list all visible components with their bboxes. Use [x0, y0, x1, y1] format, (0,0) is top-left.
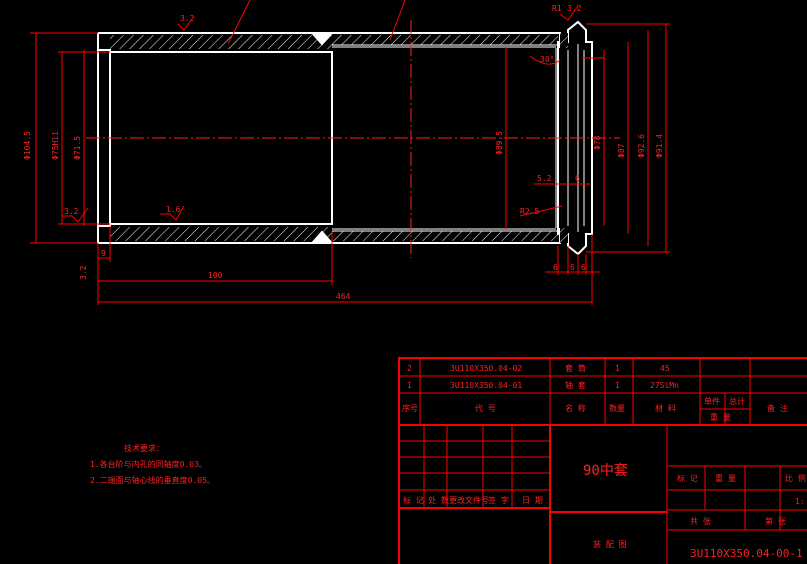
- bom-row-2-qty: 1: [615, 364, 620, 373]
- notes-line-1: 1.各台阶与内孔的同轴度0.03。: [90, 459, 207, 469]
- drawing-number: 3U110X350.04-00-1: [690, 547, 803, 560]
- bom-header-name: 名 称: [565, 403, 586, 413]
- technical-notes: 技术要求： 1.各台阶与内孔的同轴度0.03。 2.二端面与轴心线的垂直度0.0…: [90, 443, 215, 485]
- hatch-bottom-right: [332, 231, 558, 241]
- sheet-no: 第 张: [765, 516, 786, 526]
- bom-header-weight: 重 量: [710, 412, 731, 422]
- assembly-label: 装 配 图: [593, 539, 627, 549]
- scale-value: 1:: [795, 497, 805, 506]
- roughness-bottom: 1.6: [166, 205, 181, 214]
- dim-ring-3: Φ92.6: [637, 134, 646, 158]
- dim-r1: R1: [552, 4, 562, 13]
- roughness-ring: 3.2: [567, 4, 582, 13]
- bom-row-1-qty: 1: [615, 381, 620, 390]
- dim-len-100: 100: [208, 271, 223, 280]
- bom-header-single: 单件: [704, 396, 720, 406]
- dim-bevel: 30°: [540, 55, 554, 64]
- dim-w6-c: 6: [581, 263, 586, 272]
- dim-outer-dia: Φ104.5: [23, 131, 32, 160]
- bom-row-1-no: 1: [407, 381, 412, 390]
- dim-ring-1: Φ78: [593, 135, 602, 150]
- roughness-left-bottom: 3.2: [79, 265, 88, 280]
- rev-col-count: 处 数: [428, 495, 449, 505]
- bom-header-code: 代 号: [475, 403, 496, 413]
- dim-total-len: 464: [336, 292, 351, 301]
- stage-label: 标 记: [677, 473, 698, 483]
- bom-row-2-no: 2: [407, 364, 412, 373]
- groove-bottom: [311, 230, 333, 242]
- roughness-left: 3.2: [64, 207, 79, 216]
- bom-header-remark: 备 注: [767, 403, 788, 413]
- scale-label: 比 例: [785, 473, 806, 483]
- weight-label: 重 量: [715, 473, 736, 483]
- bom-row-1-material: 27SiMn: [650, 381, 679, 390]
- dim-w6-a: 6: [553, 263, 558, 272]
- dimension-layer: 3.2 Φ104.5 Φ75H11 Φ71.5 3.2 1.6 Φ89.5 Φ7…: [23, 0, 670, 305]
- hatch-top-left: [110, 35, 332, 49]
- dim-step-small: 5.2: [537, 174, 552, 183]
- title-block: 2 3U110X350.04-02 套 筒 1 45 1 3U110X350.0…: [398, 357, 807, 564]
- bom-header-qty: 数量: [609, 403, 625, 413]
- part-name: 90中套: [583, 463, 628, 479]
- rev-col-mark: 标 记: [403, 495, 424, 505]
- bom-header-material: 材 料: [655, 403, 676, 413]
- dim-bore-2: Φ71.5: [73, 136, 82, 160]
- bom-header-total: 总计: [729, 396, 745, 406]
- notes-line-2: 2.二端面与轴心线的垂直度0.05。: [90, 475, 215, 485]
- hatch-bottom-left: [110, 227, 332, 241]
- bom-row-2-code: 3U110X350.04-02: [450, 364, 522, 373]
- dim-left-9: 9: [101, 249, 106, 258]
- notes-title: 技术要求：: [124, 443, 164, 453]
- dim-ring-2: Φ87: [617, 143, 626, 158]
- dim-groove-r: R2.5: [520, 207, 539, 216]
- bom-row-1-name: 轴 套: [565, 380, 586, 390]
- bom-row-1-code: 3U110X350.04-01: [450, 381, 522, 390]
- rev-col-change: 更改文件号: [449, 495, 489, 505]
- bom-row-2-name: 套 筒: [565, 363, 586, 373]
- rev-col-date: 日 期: [522, 496, 543, 505]
- dim-step-6: 6: [575, 174, 580, 183]
- dim-w6-b: 6: [570, 263, 575, 272]
- bom-header-no: 序号: [402, 403, 418, 413]
- dim-bore-1: Φ75H11: [51, 131, 60, 160]
- sheet-total: 共 张: [690, 517, 711, 526]
- bom-row-2-material: 45: [660, 364, 670, 373]
- dim-ring-4: Φ91.4: [655, 134, 664, 158]
- rev-col-sign: 签 字: [488, 495, 509, 505]
- hatch-top-right: [332, 35, 558, 45]
- dim-mid-dia: Φ89.5: [495, 131, 504, 155]
- groove-top: [311, 34, 333, 46]
- roughness-top: 3.2: [180, 14, 195, 23]
